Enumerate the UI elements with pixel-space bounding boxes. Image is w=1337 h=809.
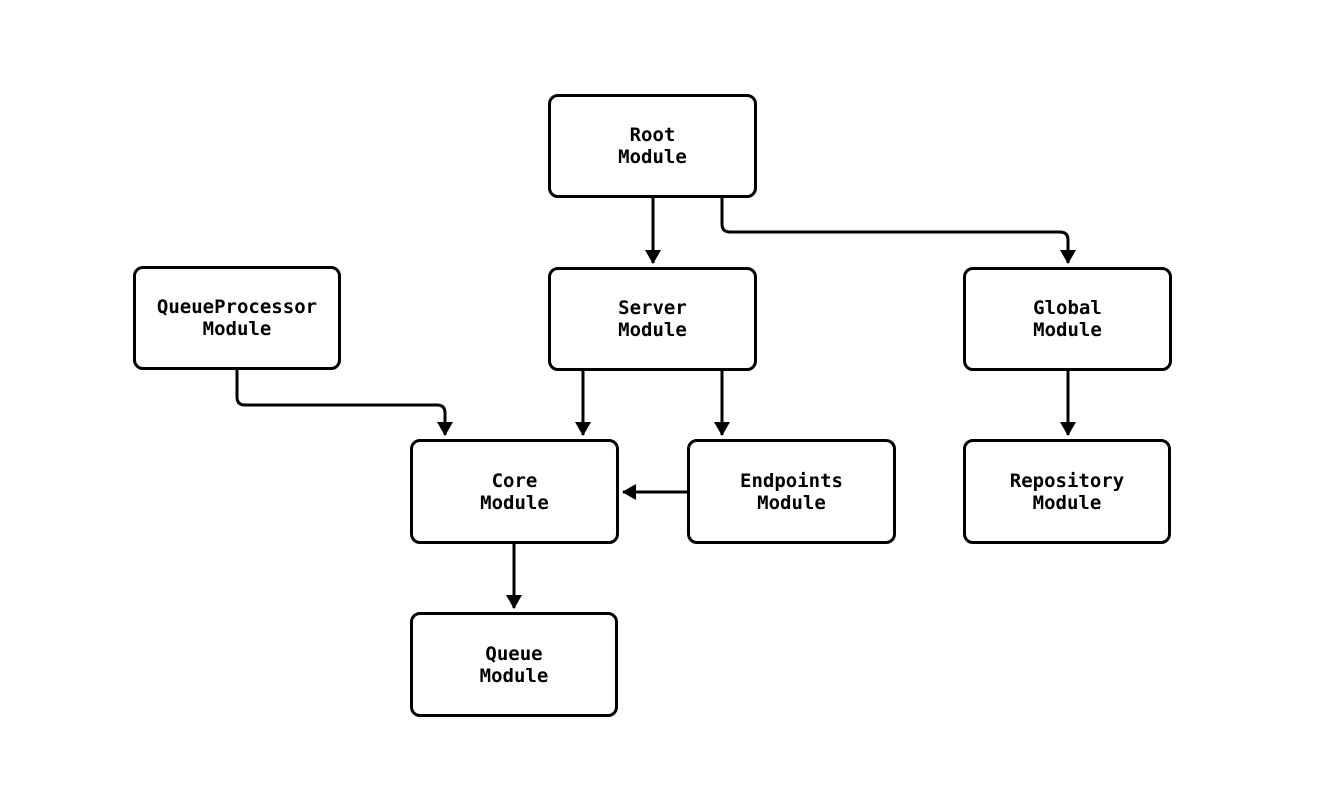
node-endpoints-label: Endpoints Module [740,469,843,514]
node-root-label: Root Module [618,124,687,168]
node-repository-label: Repository Module [1009,469,1125,514]
node-server-module: Server Module [548,267,757,371]
node-global-module: Global Module [963,267,1172,371]
edge-queueprocessor-to-core [235,370,453,436]
node-queueprocessor-module: QueueProcessor Module [133,266,341,370]
node-repository-module: Repository Module [963,439,1171,544]
node-global-label: Global Module [1033,297,1102,341]
node-queueprocessor-label: QueueProcessor Module [156,296,318,340]
node-endpoints-module: Endpoints Module [687,439,896,544]
node-core-module: Core Module [410,439,619,544]
node-server-label: Server Module [618,297,687,341]
node-queue-label: Queue Module [479,642,549,687]
node-core-label: Core Module [480,469,549,514]
node-queue-module: Queue Module [410,612,618,717]
node-root-module: Root Module [548,94,757,198]
edge-root-to-global [720,198,1076,264]
